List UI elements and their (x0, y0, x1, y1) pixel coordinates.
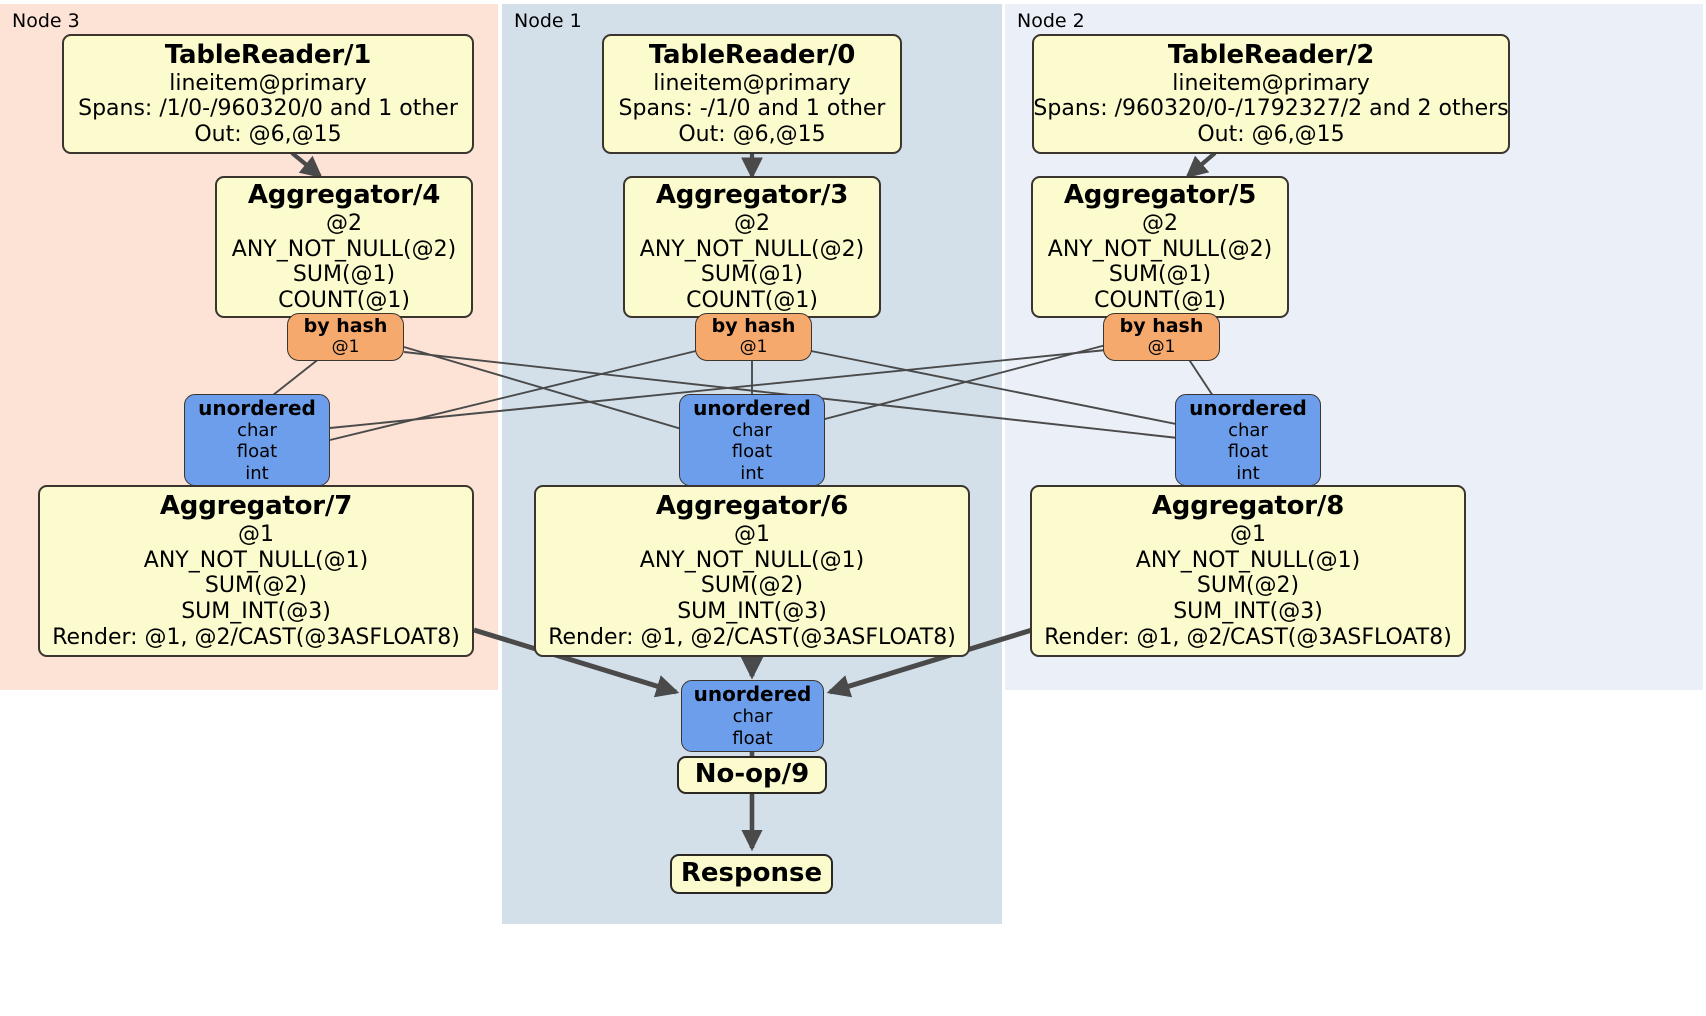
receiver-unordered-final[interactable]: unordered char float (681, 680, 824, 752)
node-title: Aggregator/6 (655, 491, 849, 522)
node-line: COUNT(@1) (1094, 288, 1226, 314)
node-title: Aggregator/8 (1151, 491, 1345, 522)
receiver-line: int (740, 462, 764, 484)
node-line: SUM(@1) (292, 262, 396, 288)
node-line: ANY_NOT_NULL(@2) (639, 236, 865, 262)
node-line: @1 (1230, 522, 1266, 547)
node-line: ANY_NOT_NULL(@1) (639, 547, 865, 573)
receiver-line: char (732, 419, 772, 441)
node-title: Aggregator/5 (1063, 180, 1257, 211)
node-title: Aggregator/7 (159, 491, 353, 522)
receiver-line: int (245, 462, 269, 484)
node-line: SUM(@1) (1108, 262, 1212, 288)
receiver-unordered-mid[interactable]: unordered char float int (679, 394, 825, 486)
node-line: SUM_INT(@3) (1173, 599, 1323, 625)
node-line: Render: @1, @2/CAST(@3ASFLOAT8) (548, 624, 956, 650)
router-title: by hash (1119, 315, 1204, 338)
node-line: Out: @6,@15 (194, 122, 342, 148)
node-line: lineitem@primary (169, 70, 367, 96)
node-title: No-op/9 (694, 759, 810, 790)
node-line: Render: @1, @2/CAST(@3ASFLOAT8) (52, 624, 460, 650)
node-title: TableReader/1 (164, 40, 372, 71)
node-line: Out: @6,@15 (1197, 122, 1345, 148)
node-tablereader-0[interactable]: TableReader/0 lineitem@primary Spans: -/… (602, 34, 902, 154)
cluster-label-node-2: Node 2 (1017, 10, 1085, 32)
node-response[interactable]: Response (670, 854, 833, 894)
node-line: @2 (1142, 210, 1178, 236)
receiver-line: char (1228, 419, 1268, 441)
node-line: @2 (326, 210, 362, 236)
node-line: COUNT(@1) (686, 288, 818, 314)
receiver-line: float (236, 441, 278, 463)
node-line: @2 (734, 210, 770, 236)
node-noop-9[interactable]: No-op/9 (677, 756, 827, 794)
router-by-hash-left[interactable]: by hash @1 (287, 313, 404, 361)
node-aggregator-6[interactable]: Aggregator/6 @1 ANY_NOT_NULL(@1) SUM(@2)… (534, 485, 970, 657)
router-line: @1 (1147, 337, 1176, 358)
node-tablereader-2[interactable]: TableReader/2 lineitem@primary Spans: /9… (1032, 34, 1510, 154)
node-line: SUM(@2) (1196, 573, 1300, 599)
receiver-title: unordered (693, 682, 812, 707)
router-title: by hash (303, 315, 388, 338)
cluster-label-node-1: Node 1 (514, 10, 582, 32)
node-aggregator-5[interactable]: Aggregator/5 @2 ANY_NOT_NULL(@2) SUM(@1)… (1031, 176, 1289, 318)
node-title: Response (680, 858, 823, 889)
cluster-label-node-3: Node 3 (12, 10, 80, 32)
receiver-line: float (731, 441, 773, 463)
node-title: TableReader/0 (648, 40, 856, 71)
node-line: SUM(@2) (204, 573, 308, 599)
router-title: by hash (711, 315, 796, 338)
receiver-line: char (237, 419, 277, 441)
receiver-title: unordered (693, 395, 811, 420)
router-by-hash-mid[interactable]: by hash @1 (695, 313, 812, 361)
node-title: Aggregator/4 (247, 180, 441, 211)
receiver-line: float (732, 728, 773, 749)
router-line: @1 (331, 337, 360, 358)
node-line: Spans: /1/0-/960320/0 and 1 other (78, 96, 458, 122)
node-aggregator-4[interactable]: Aggregator/4 @2 ANY_NOT_NULL(@2) SUM(@1)… (215, 176, 473, 318)
node-line: Out: @6,@15 (678, 122, 826, 148)
receiver-line: char (732, 706, 773, 728)
node-title: Aggregator/3 (655, 180, 849, 211)
node-line: lineitem@primary (1172, 70, 1370, 96)
receiver-title: unordered (198, 395, 316, 420)
node-line: @1 (238, 522, 274, 547)
node-line: ANY_NOT_NULL(@1) (1135, 547, 1361, 573)
node-aggregator-8[interactable]: Aggregator/8 @1 ANY_NOT_NULL(@1) SUM(@2)… (1030, 485, 1466, 657)
node-line: Render: @1, @2/CAST(@3ASFLOAT8) (1044, 624, 1452, 650)
node-line: SUM_INT(@3) (677, 599, 827, 625)
receiver-unordered-right[interactable]: unordered char float int (1175, 394, 1321, 486)
router-line: @1 (739, 337, 768, 358)
node-aggregator-3[interactable]: Aggregator/3 @2 ANY_NOT_NULL(@2) SUM(@1)… (623, 176, 881, 318)
node-line: ANY_NOT_NULL(@2) (1047, 236, 1273, 262)
node-line: SUM_INT(@3) (181, 599, 331, 625)
node-line: SUM(@1) (700, 262, 804, 288)
node-line: ANY_NOT_NULL(@2) (231, 236, 457, 262)
receiver-title: unordered (1189, 395, 1307, 420)
router-by-hash-right[interactable]: by hash @1 (1103, 313, 1220, 361)
receiver-unordered-left[interactable]: unordered char float int (184, 394, 330, 486)
node-line: lineitem@primary (653, 70, 851, 96)
receiver-line: int (1236, 462, 1260, 484)
node-title: TableReader/2 (1167, 40, 1375, 71)
node-tablereader-1[interactable]: TableReader/1 lineitem@primary Spans: /1… (62, 34, 474, 154)
node-line: SUM(@2) (700, 573, 804, 599)
node-line: COUNT(@1) (278, 288, 410, 314)
node-line: ANY_NOT_NULL(@1) (143, 547, 369, 573)
receiver-line: float (1227, 441, 1269, 463)
node-aggregator-7[interactable]: Aggregator/7 @1 ANY_NOT_NULL(@1) SUM(@2)… (38, 485, 474, 657)
node-line: @1 (734, 522, 770, 547)
node-line: Spans: -/1/0 and 1 other (618, 96, 886, 122)
node-line: Spans: /960320/0-/1792327/2 and 2 others (1033, 96, 1509, 122)
